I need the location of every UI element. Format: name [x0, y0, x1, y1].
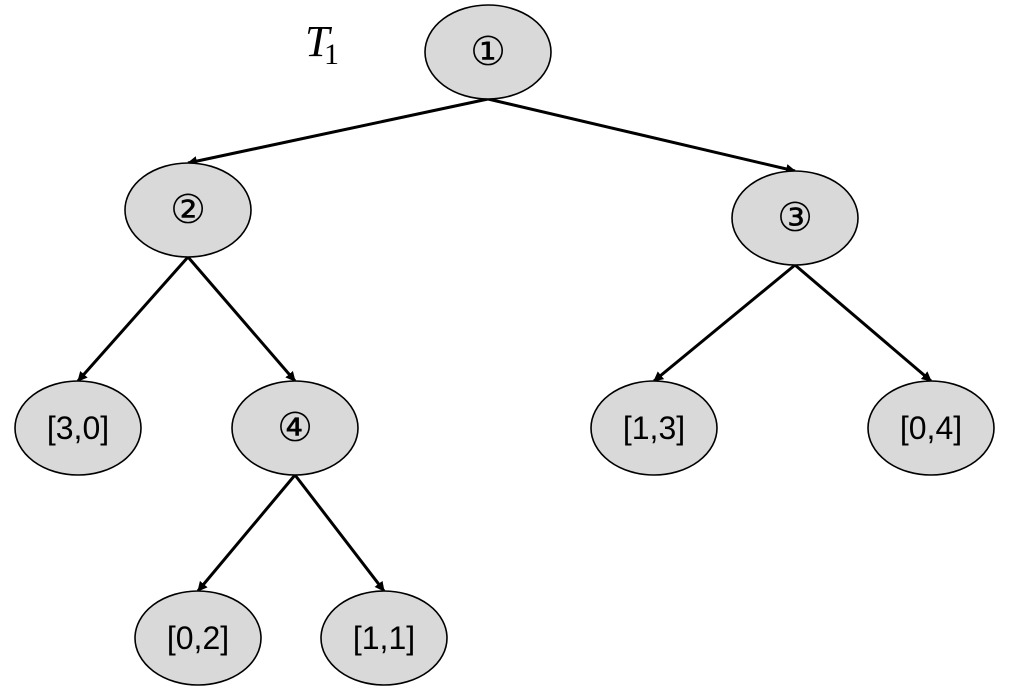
node-ellipse	[424, 4, 552, 100]
edge-arrow-n3-l04	[794, 263, 932, 383]
node-label: [0,4]	[900, 410, 962, 446]
decision-node-n4: ④	[231, 380, 359, 476]
leaf-node-l02: [0,2]	[134, 590, 262, 686]
leaf-node-l13: [1,3]	[590, 380, 718, 476]
node-ellipse	[320, 590, 448, 686]
node-ellipse	[231, 380, 359, 476]
edge-arrow-n1-n2	[187, 97, 489, 167]
decision-node-n1: ①	[424, 4, 552, 100]
node-label: ②	[170, 187, 206, 233]
nodes: ① ② ③ ④ [3,0] [0,2] [1,1] [1,3] [0,4]	[14, 4, 995, 686]
tree-title-subscript: 1	[324, 38, 339, 71]
node-label: [1,1]	[353, 620, 415, 656]
leaf-node-l30: [3,0]	[14, 380, 142, 476]
node-ellipse	[867, 380, 995, 476]
edge-arrow-n2-l30	[76, 256, 190, 382]
tree-title-main: T	[305, 17, 333, 66]
edge-arrow-n2-n4	[186, 256, 297, 382]
edge-arrow-n1-n3	[487, 97, 796, 174]
decision-node-n3: ③	[731, 170, 859, 266]
node-ellipse	[14, 380, 142, 476]
tree-title: T 1	[305, 17, 339, 71]
node-label: [0,2]	[167, 620, 229, 656]
node-ellipse	[124, 162, 252, 258]
edge-arrow-n4-l11	[293, 474, 386, 592]
node-label: [3,0]	[47, 410, 109, 446]
decision-node-n2: ②	[124, 162, 252, 258]
leaf-node-l11: [1,1]	[320, 590, 448, 686]
node-label: ①	[470, 29, 506, 75]
node-label: [1,3]	[623, 410, 685, 446]
edges	[76, 97, 932, 592]
edge-arrow-n3-l13	[653, 263, 796, 383]
node-ellipse	[731, 170, 859, 266]
edge-arrow-n4-l02	[196, 474, 297, 592]
leaf-node-l04: [0,4]	[867, 380, 995, 476]
node-ellipse	[134, 590, 262, 686]
node-label: ③	[777, 195, 813, 241]
node-ellipse	[590, 380, 718, 476]
node-label: ④	[277, 405, 313, 451]
